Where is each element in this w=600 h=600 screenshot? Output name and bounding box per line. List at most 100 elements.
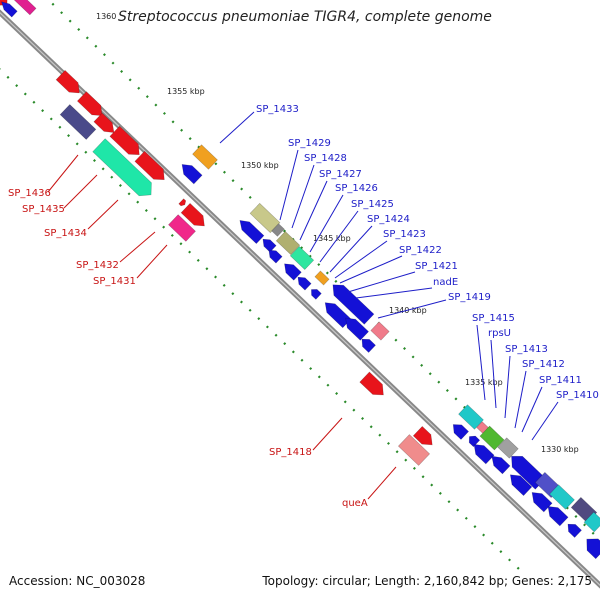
leader-sp1429 (279, 149, 299, 221)
gene-sp1402[interactable] (564, 521, 582, 538)
gene-sp1422[interactable] (314, 270, 330, 286)
gene-label-sp1433[interactable]: SP_1433 (256, 104, 299, 115)
gene-nade[interactable] (328, 280, 375, 325)
gene-label-sp1421[interactable]: SP_1421 (415, 261, 458, 272)
gene-label-sp1434[interactable]: SP_1434 (44, 228, 87, 239)
tick-1355: 1355 kbp (167, 87, 205, 96)
gene-label-quea[interactable]: queA (342, 498, 368, 509)
tick-1345: 1345 kbp (313, 234, 351, 243)
leader-sp1436 (47, 154, 79, 193)
gene-label-sp1428[interactable]: SP_1428 (304, 153, 347, 164)
gene-labels-forward: SP_1436 SP_1435 SP_1434 SP_1432 SP_1431 … (8, 188, 368, 509)
gene-sp1406[interactable] (528, 488, 553, 513)
gene-label-sp1413[interactable]: SP_1413 (505, 344, 548, 355)
leader-sp1422 (339, 255, 403, 284)
gene-label-sp1422[interactable]: SP_1422 (399, 245, 442, 256)
gene-label-nade[interactable]: nadE (433, 277, 458, 288)
gene-label-sp1415[interactable]: SP_1415 (472, 313, 515, 324)
leader-sp1431 (136, 244, 168, 279)
accession-text: Accession: NC_003028 (9, 574, 146, 588)
leader-sp1418 (312, 417, 343, 451)
gene-sp1419a[interactable] (321, 298, 352, 329)
gene-label-sp1431[interactable]: SP_1431 (93, 276, 136, 287)
tick-ring-outer (0, 0, 600, 571)
gene-sp1436-arrow[interactable] (76, 91, 106, 121)
gene-sp1418-pink[interactable] (370, 321, 390, 341)
leader-nade (355, 287, 433, 299)
gene-sp1434[interactable] (92, 138, 158, 202)
gene-label-sp1429[interactable]: SP_1429 (288, 138, 331, 149)
gene-label-sp1411[interactable]: SP_1411 (539, 375, 582, 386)
leader-sp1419 (377, 299, 447, 319)
gene-quea-arrow[interactable] (412, 425, 436, 449)
gene-label-sp1410[interactable]: SP_1410 (556, 390, 599, 401)
gene-sp1428[interactable] (271, 223, 285, 237)
leader-sp1433 (219, 111, 255, 144)
gene-sp1405[interactable] (544, 502, 569, 527)
leader-sp1413 (504, 355, 511, 419)
leader-sp1426 (309, 194, 344, 253)
gene-sp1424[interactable] (281, 260, 302, 281)
gene-sp1418b[interactable] (358, 336, 376, 353)
gene-label-sp1435[interactable]: SP_1435 (22, 204, 65, 215)
gene-label-sp1424[interactable]: SP_1424 (367, 214, 410, 225)
gene-features (0, 0, 600, 560)
leader-sp1421 (347, 271, 416, 293)
gene-sp1421[interactable] (309, 287, 322, 300)
tick-1330: 1330 kbp (541, 445, 579, 454)
gene-sp1419b[interactable] (341, 314, 369, 341)
gene-sp1432[interactable] (180, 202, 209, 230)
gene-sp1401[interactable] (581, 533, 600, 560)
gene-sp1426[interactable] (275, 230, 301, 256)
gene-sp1413[interactable] (479, 425, 505, 451)
gene-quea[interactable] (397, 434, 431, 466)
gene-sp1415[interactable] (458, 404, 484, 430)
gene-label-sp1418[interactable]: SP_1418 (269, 447, 312, 458)
gene-sp1433-orange[interactable] (192, 144, 218, 170)
gene-label-sp1425[interactable]: SP_1425 (351, 199, 394, 210)
leader-sp1411 (521, 386, 543, 433)
gene-sp1411[interactable] (488, 452, 511, 475)
leader-sp1435 (63, 174, 98, 209)
leader-sp1434 (87, 199, 119, 230)
gene-sp1433[interactable] (178, 160, 203, 185)
gene-sp1435a[interactable] (93, 112, 118, 137)
leader-sp1423 (334, 240, 388, 279)
gene-sp1403[interactable] (583, 511, 600, 533)
gene-label-sp1419[interactable]: SP_1419 (448, 292, 491, 303)
gene-label-sp1436[interactable]: SP_1436 (8, 188, 51, 199)
gene-sp1431[interactable] (168, 214, 196, 242)
gene-top-blue[interactable] (0, 0, 18, 18)
gene-sp1407[interactable] (549, 484, 575, 510)
gene-top-pink[interactable] (13, 0, 37, 16)
gene-sp1437[interactable] (55, 69, 84, 97)
gene-sp1418[interactable] (359, 371, 388, 400)
gene-small[interactable] (178, 198, 187, 208)
gene-sp1409[interactable] (506, 470, 533, 497)
gene-sp1427a[interactable] (236, 216, 265, 245)
gene-label-sp1412[interactable]: SP_1412 (522, 359, 565, 370)
gene-label-sp1432[interactable]: SP_1432 (76, 260, 119, 271)
gene-label-sp1423[interactable]: SP_1423 (383, 229, 426, 240)
leader-sp1410 (531, 401, 559, 441)
label-leader-lines (47, 111, 559, 500)
leader-rpsu (490, 339, 497, 409)
gene-label-rpsu[interactable]: rpsU (488, 328, 511, 339)
gene-sp1436-box[interactable] (59, 104, 97, 140)
gene-sp1425[interactable] (289, 245, 315, 271)
tick-1360: 1360 (96, 12, 116, 21)
gene-sp1423[interactable] (295, 274, 312, 291)
gene-sp1426b[interactable] (266, 247, 283, 264)
gene-sp1414[interactable] (449, 421, 470, 440)
gene-sp1412b[interactable] (470, 440, 495, 465)
gene-sp1427b[interactable] (260, 236, 277, 253)
gene-sp1412[interactable] (497, 437, 519, 459)
gene-sp1435c[interactable] (134, 150, 169, 185)
gene-labels-reverse: SP_1433 SP_1429 SP_1428 SP_1427 SP_1426 … (256, 104, 599, 401)
gene-label-sp1427[interactable]: SP_1427 (319, 169, 362, 180)
leader-sp1432 (119, 231, 156, 263)
leader-sp1415 (476, 324, 486, 401)
gene-label-sp1426[interactable]: SP_1426 (335, 183, 378, 194)
gene-sp1435b[interactable] (109, 125, 144, 160)
